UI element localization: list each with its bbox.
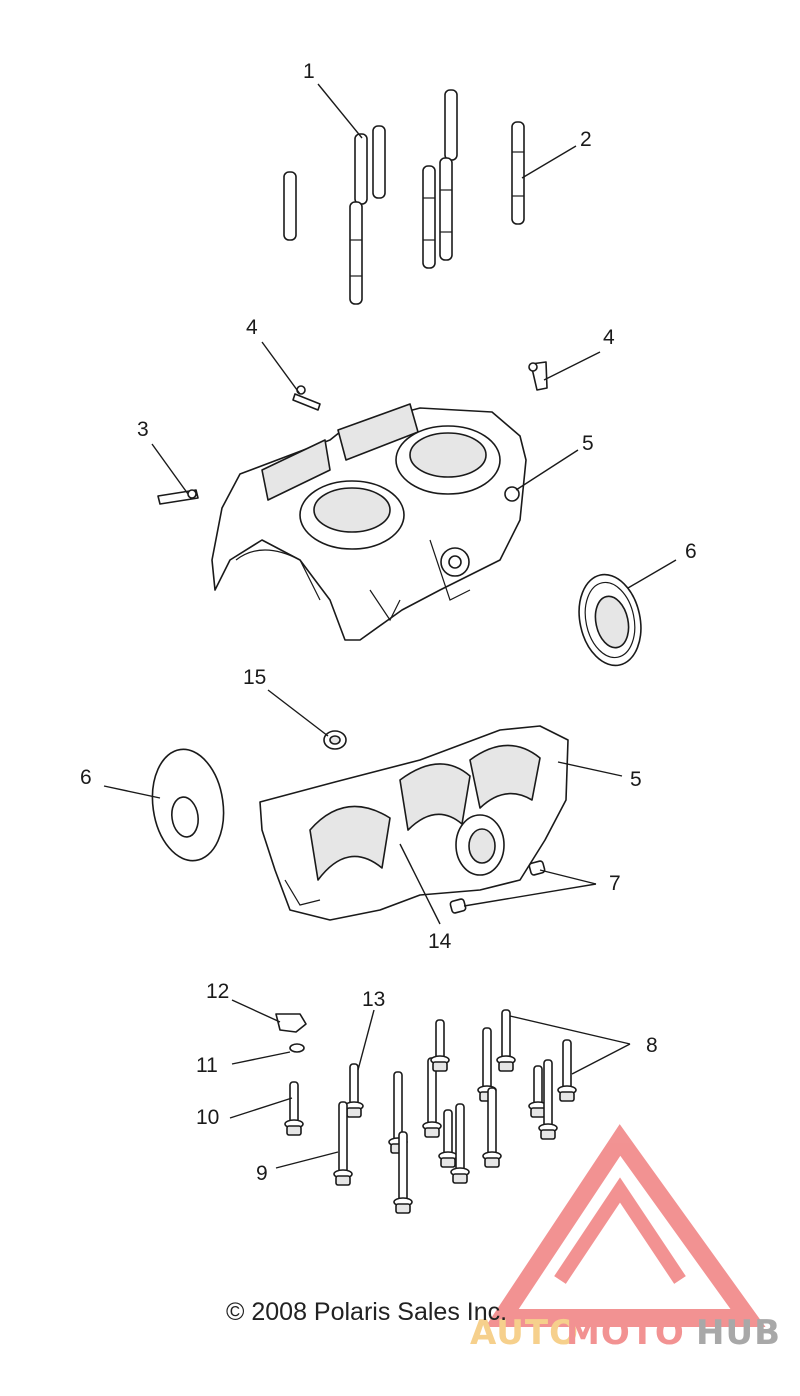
callout-4: 4 xyxy=(246,316,258,339)
lower-crankcase xyxy=(259,725,569,921)
stud xyxy=(349,201,363,305)
bolt xyxy=(482,1087,502,1168)
bolt xyxy=(477,1027,497,1102)
callout-1: 1 xyxy=(303,60,315,83)
callout-12: 12 xyxy=(206,980,229,1003)
crank-seal-right xyxy=(578,573,642,667)
watermark-logo: AUTO MOTO HUB xyxy=(470,1124,781,1353)
stud xyxy=(439,157,453,261)
callout-5: 5 xyxy=(582,432,594,455)
callout-2: 2 xyxy=(580,128,592,151)
callout-labels: 1 2 3 4 4 5 6 15 6 5 7 14 12 13 8 11 10 … xyxy=(80,60,697,1185)
callout-9: 9 xyxy=(256,1162,268,1185)
callout-10: 10 xyxy=(196,1106,219,1129)
callout-6: 6 xyxy=(80,766,92,789)
dowel-pin xyxy=(372,125,386,199)
crank-seal-left xyxy=(151,748,225,862)
bolt xyxy=(538,1059,558,1140)
bolt xyxy=(450,1103,470,1184)
clip xyxy=(275,1013,307,1033)
watermark-text-auto: AUTO xyxy=(470,1313,579,1353)
callout-6: 6 xyxy=(685,540,697,563)
callout-8: 8 xyxy=(646,1034,658,1057)
bolt xyxy=(496,1009,516,1072)
callout-4: 4 xyxy=(603,326,615,349)
callout-13: 13 xyxy=(362,988,385,1011)
callout-3: 3 xyxy=(137,418,149,441)
bolt xyxy=(430,1019,450,1072)
callout-5: 5 xyxy=(630,768,642,791)
watermark-inner-icon xyxy=(554,1177,686,1284)
plug xyxy=(323,730,347,750)
fitting xyxy=(292,393,321,411)
watermark-triangle-icon xyxy=(485,1124,766,1327)
dowel-pin xyxy=(444,89,458,161)
bolt xyxy=(422,1057,442,1138)
dowel-pins-group xyxy=(283,89,525,305)
upper-crankcase xyxy=(211,403,527,641)
stud xyxy=(511,121,525,225)
callout-15: 15 xyxy=(243,666,266,689)
watermark-text-hub: HUB xyxy=(696,1313,781,1353)
dowel-pin xyxy=(283,171,297,241)
stud xyxy=(422,165,436,269)
bolts-group xyxy=(284,1009,577,1214)
washer xyxy=(289,1043,305,1053)
bolt xyxy=(284,1081,304,1136)
callout-14: 14 xyxy=(428,930,452,953)
bolt xyxy=(393,1131,413,1214)
callout-7: 7 xyxy=(609,872,621,895)
small-plugs xyxy=(449,860,546,914)
bolt xyxy=(557,1039,577,1102)
dowel-pin xyxy=(354,133,368,205)
callout-11: 11 xyxy=(196,1054,218,1077)
copyright-text: © 2008 Polaris Sales Inc. xyxy=(226,1298,507,1326)
watermark-text-moto: MOTO xyxy=(566,1313,685,1353)
bolt xyxy=(528,1065,548,1118)
leader-lines xyxy=(103,83,677,1169)
bolt xyxy=(438,1109,458,1168)
clip-and-washer xyxy=(275,1013,307,1053)
bolt xyxy=(333,1101,353,1186)
